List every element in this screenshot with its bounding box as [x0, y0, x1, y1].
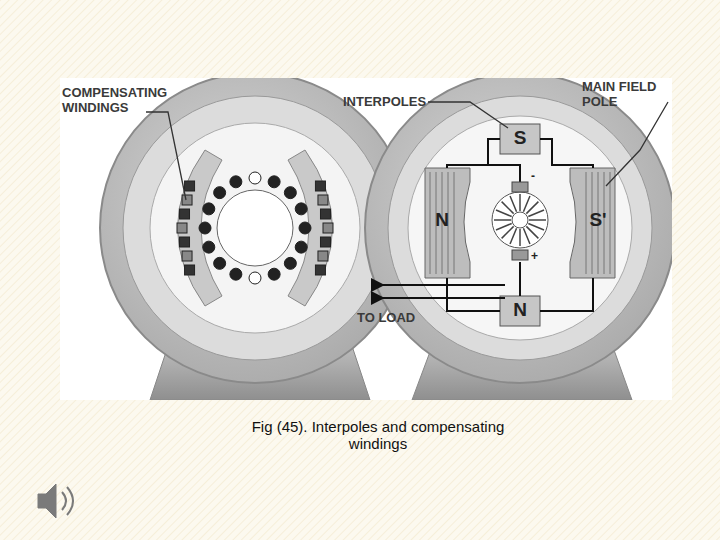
- motor-bore: [150, 123, 360, 333]
- leader-lines: [146, 102, 668, 200]
- compensating-conductor: [318, 195, 328, 205]
- polarity-sign: +: [531, 250, 543, 264]
- armature-conductor: [295, 241, 307, 253]
- commutator-segment: [496, 210, 512, 217]
- part-label: INTERPOLES: [343, 95, 433, 110]
- armature-conductor: [284, 187, 296, 199]
- field-coil: [586, 172, 587, 274]
- armature-conductor: [268, 176, 280, 188]
- motor-illustration: [60, 78, 672, 400]
- field-coil: [454, 172, 455, 274]
- interpole: [500, 296, 540, 326]
- armature-conductor: [268, 268, 280, 280]
- pole-letter: S': [586, 209, 610, 231]
- commutator-segment: [523, 228, 530, 244]
- speaker-icon: [38, 484, 73, 518]
- commutator-segment: [494, 219, 511, 221]
- commutator-segment: [510, 228, 517, 244]
- part-label: TO LOAD: [357, 311, 437, 326]
- armature-conductor: [214, 257, 226, 269]
- compensating-conductor: [315, 181, 325, 191]
- compensating-conductor: [320, 209, 330, 219]
- load-arrow: [382, 297, 505, 299]
- pole-letter: S: [510, 127, 530, 149]
- commutator-segment: [528, 210, 544, 217]
- brush: [512, 250, 528, 260]
- armature-conductor: [199, 222, 211, 234]
- pole-shoe: [178, 150, 223, 306]
- motor-bore: [408, 116, 632, 340]
- compensating-conductor: [182, 251, 192, 261]
- field-coil: [610, 172, 611, 274]
- motor-housing: [365, 78, 672, 383]
- armature-conductor: [230, 268, 242, 280]
- motor-housing: [100, 78, 410, 383]
- compensating-conductor: [182, 195, 192, 205]
- armature: [492, 192, 548, 248]
- commutator-segment: [528, 223, 544, 230]
- compensating-conductor: [318, 251, 328, 261]
- commutator-segment: [526, 202, 538, 214]
- armature-conductor: [249, 172, 261, 184]
- armature-conductor: [249, 272, 261, 284]
- compensating-conductor: [323, 223, 333, 233]
- pole-letter: N: [432, 209, 452, 231]
- compensating-conductor: [185, 265, 195, 275]
- main-field-pole: [425, 168, 470, 278]
- field-coil: [430, 172, 431, 274]
- motor-yoke: [123, 96, 387, 360]
- commutator-segment: [529, 219, 546, 221]
- brush: [512, 182, 528, 192]
- armature-conductor: [214, 187, 226, 199]
- armature-conductor: [230, 176, 242, 188]
- armature-conductor: [295, 203, 307, 215]
- commutator-segment: [496, 223, 512, 230]
- commutator-segment: [519, 229, 521, 246]
- armature-conductor: [203, 241, 215, 253]
- load-arrow: [382, 284, 505, 286]
- commutator-segment: [502, 226, 514, 238]
- pole-letter: N: [510, 299, 530, 321]
- part-label: COMPENSATING WINDINGS: [62, 86, 190, 116]
- interpole: [500, 124, 540, 154]
- compensating-conductor: [180, 209, 190, 219]
- motor-yoke: [388, 96, 652, 360]
- armature-conductor: [284, 257, 296, 269]
- polarity-sign: -: [531, 170, 541, 184]
- commutator-segment: [526, 226, 538, 238]
- commutator-segment: [510, 196, 517, 212]
- compensating-conductor: [315, 265, 325, 275]
- compensating-conductor: [320, 237, 330, 247]
- shaft: [512, 212, 528, 228]
- pole-shoe: [288, 150, 333, 306]
- commutator-segment: [523, 196, 530, 212]
- compensating-conductor: [177, 223, 187, 233]
- compensating-conductor: [180, 237, 190, 247]
- commutator-segment: [519, 194, 521, 211]
- part-label: MAIN FIELD POLE: [582, 80, 678, 110]
- armature-conductor: [299, 222, 311, 234]
- armature-conductor: [203, 203, 215, 215]
- compensating-conductor: [185, 181, 195, 191]
- armature: [217, 190, 293, 266]
- figure-caption: Fig (45). Interpoles and compensating wi…: [243, 418, 513, 453]
- commutator-segment: [502, 202, 514, 214]
